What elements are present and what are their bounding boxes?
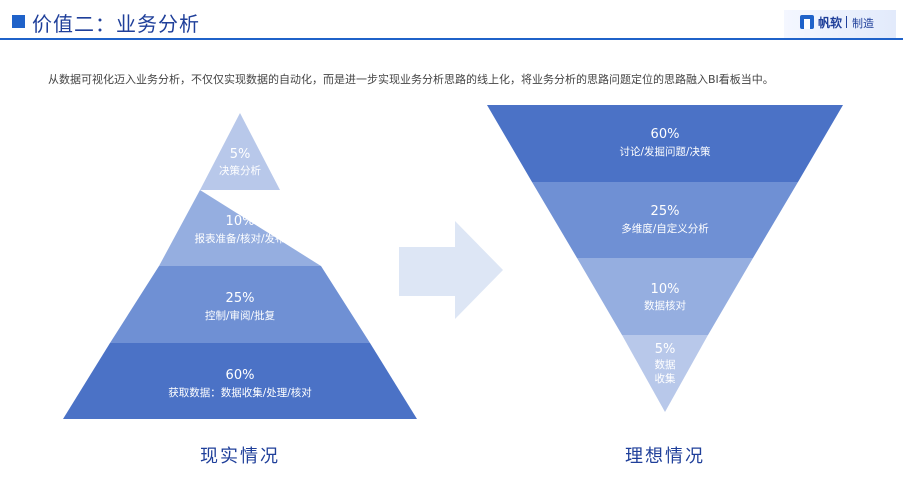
triangle-level-4-label-line-2: 收集: [655, 372, 676, 385]
transition-arrow: [399, 221, 503, 319]
pyramid-level-3: [110, 266, 370, 343]
triangle-level-1: [487, 105, 843, 182]
pyramid-level-4-label: 获取数据：数据收集/处理/核对: [168, 386, 312, 399]
triangle-level-3: [577, 258, 753, 335]
triangle-level-4-percent: 5%: [655, 342, 676, 357]
ideal-triangle: [487, 105, 843, 412]
triangle-level-3-label: 数据核对: [644, 299, 686, 312]
brand-logo: 帆软 制造: [784, 10, 896, 38]
pyramid-level-1: [200, 113, 280, 190]
intro-text: 从数据可视化迈入业务分析，不仅仅实现数据的自动化，而是进一步实现业务分析思路的线…: [48, 73, 774, 86]
triangle-level-4-label-line-1: 数据: [655, 358, 676, 371]
pyramid-level-4: [63, 343, 417, 419]
triangle-level-2-percent: 25%: [651, 204, 680, 219]
pyramid-level-1-label: 决策分析: [219, 164, 261, 177]
triangle-level-3-percent: 10%: [651, 282, 680, 297]
page-title: 价值二：业务分析: [32, 12, 200, 36]
page-header: 价值二：业务分析 帆软 制造: [0, 0, 903, 40]
pyramid-level-2: [159, 190, 321, 266]
pyramid-level-3-label: 控制/审阅/批复: [205, 309, 276, 322]
pyramid-level-4-percent: 60%: [226, 368, 255, 383]
current-state-caption: 现实情况: [200, 446, 280, 467]
brand-icon: [800, 15, 814, 29]
pyramid-level-2-label: 报表准备/核对/发布: [194, 232, 285, 245]
pyramid-level-3-percent: 25%: [226, 291, 255, 306]
triangle-level-2-label: 多维度/自定义分析: [621, 222, 709, 235]
triangle-level-1-percent: 60%: [651, 127, 680, 142]
header-divider: [0, 38, 903, 40]
brand-name: 帆软: [818, 16, 843, 30]
current-pyramid: [63, 113, 417, 419]
triangle-level-2: [532, 182, 798, 258]
brand-separator: [846, 16, 847, 28]
ideal-state-caption: 理想情况: [625, 446, 705, 467]
triangle-level-1-label: 讨论/发掘问题/决策: [619, 145, 711, 158]
pyramid-level-1-percent: 5%: [230, 147, 251, 162]
title-marker-icon: [12, 15, 25, 28]
triangle-level-4: [622, 335, 708, 412]
pyramid-level-2-percent: 10%: [226, 214, 255, 229]
brand-tagline: 制造: [852, 17, 874, 30]
